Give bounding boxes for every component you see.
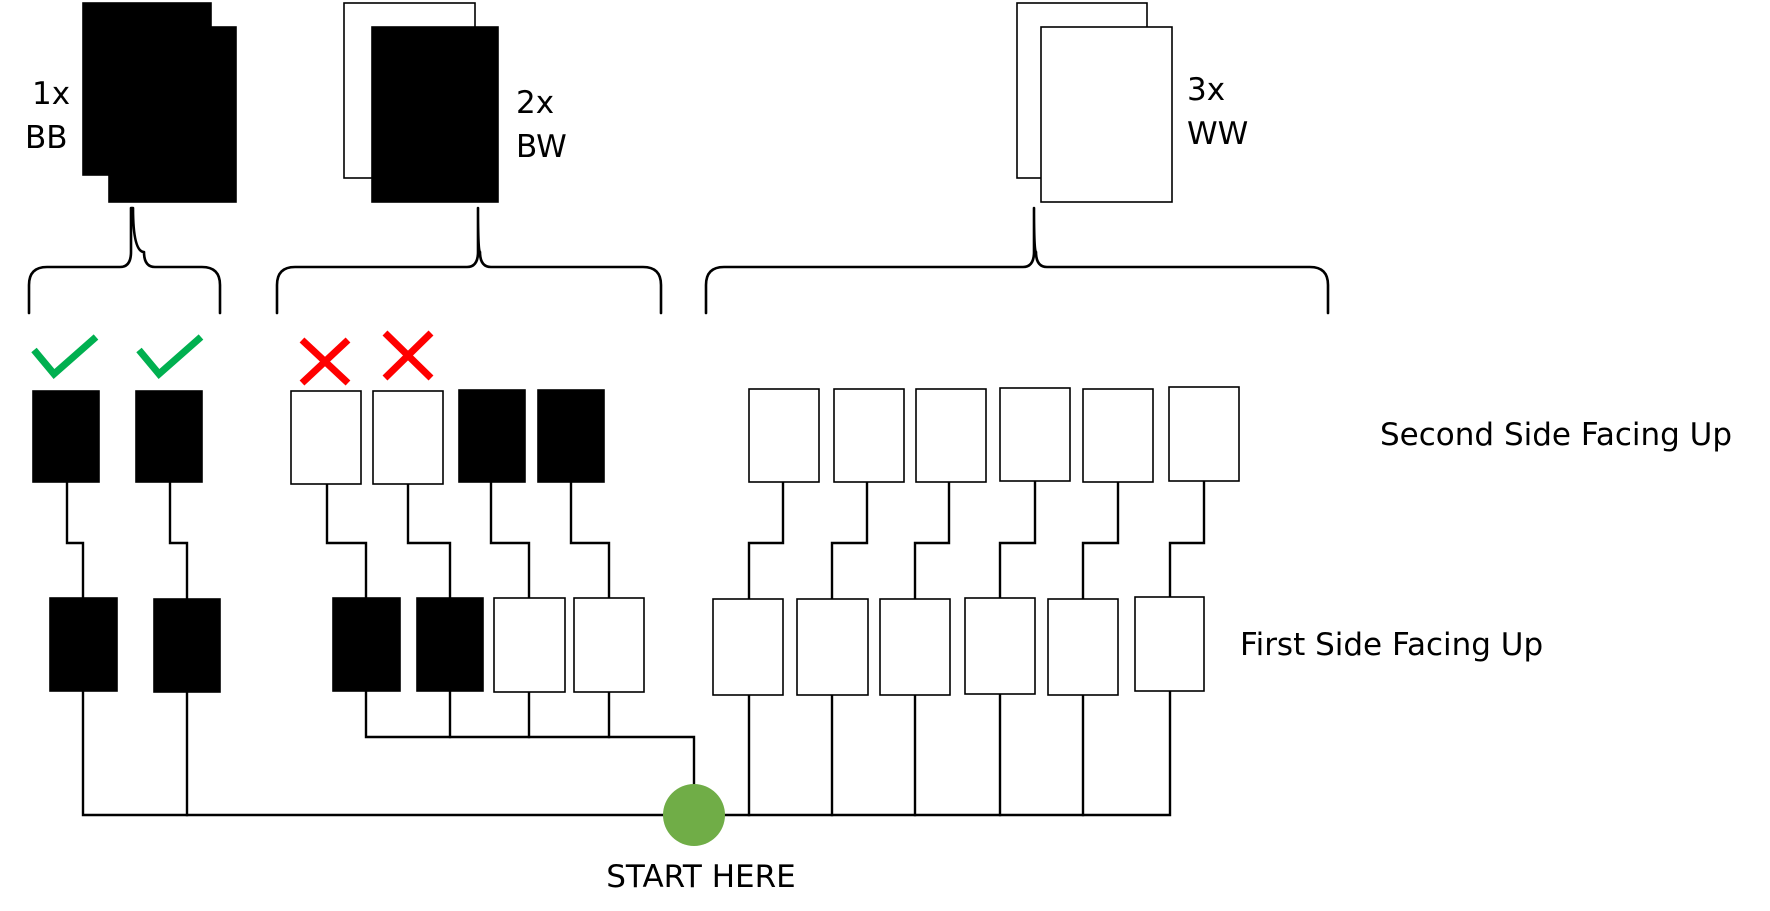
trunk-ww (723, 689, 1172, 817)
first-side-card (493, 597, 566, 693)
deck-bw: 2x BW (343, 2, 567, 203)
first-side-card (879, 598, 951, 696)
second-side-row: Second Side Facing Up (32, 386, 1732, 485)
second-side-card (135, 390, 203, 483)
second-side-card (915, 388, 987, 483)
link-bw-2 (406, 482, 452, 600)
first-side-card (796, 598, 869, 696)
link-ww-4 (998, 479, 1037, 600)
trunk-bb (81, 689, 667, 817)
first-side-card (964, 597, 1036, 695)
second-side-card (1168, 386, 1240, 482)
start-node: START HERE (606, 784, 796, 895)
connector-lines (65, 479, 1206, 817)
first-side-card (153, 598, 221, 693)
deck-bw-front-card (371, 26, 499, 203)
second-side-card (833, 388, 905, 483)
brace-bb (27, 206, 222, 315)
link-ww-5 (1081, 480, 1120, 601)
first-side-card (49, 597, 118, 692)
second-side-card (290, 390, 362, 485)
first-side-card (1047, 598, 1119, 696)
first-side-card (712, 598, 784, 696)
link-bw-3 (489, 480, 531, 600)
link-bw-1 (325, 482, 368, 600)
cross-mark-1 (299, 337, 351, 386)
deck-bb: 1x BB (25, 2, 237, 203)
link-bw-4 (569, 480, 611, 600)
deck-ww: 3x WW (1016, 2, 1248, 203)
second-side-card (372, 390, 444, 485)
second-side-label: Second Side Facing Up (1380, 417, 1732, 453)
first-side-card (573, 597, 645, 693)
second-side-card (1082, 388, 1154, 483)
first-side-card (332, 597, 401, 692)
second-side-card (537, 389, 605, 483)
second-side-card (458, 389, 526, 483)
link-ww-3 (913, 480, 951, 601)
second-side-card (32, 390, 100, 483)
deck-bw-count-label: 2x (516, 85, 554, 121)
second-side-card (999, 387, 1071, 482)
start-label: START HERE (606, 859, 796, 895)
first-side-label: First Side Facing Up (1240, 627, 1543, 663)
link-ww-2 (830, 480, 869, 601)
second-side-card (748, 388, 820, 483)
brace-ww (704, 206, 1330, 315)
brace-bw (275, 206, 663, 315)
deck-bb-count-label: 1x (32, 76, 70, 112)
link-ww-6 (1168, 479, 1206, 599)
check-mark-2 (136, 334, 204, 380)
deck-bb-type-label: BB (25, 120, 68, 156)
deck-ww-count-label: 3x (1187, 72, 1225, 108)
marks (31, 330, 434, 386)
first-side-card (416, 597, 484, 692)
deck-ww-front-card (1040, 26, 1173, 203)
deck-ww-type-label: WW (1187, 116, 1248, 152)
deck-bb-front-card (108, 26, 237, 203)
first-side-card (1134, 596, 1205, 692)
start-circle (663, 784, 725, 846)
check-mark-1 (31, 334, 99, 380)
cross-mark-2 (382, 330, 434, 381)
link-ww-1 (747, 480, 785, 601)
first-side-row: First Side Facing Up (49, 596, 1543, 696)
deck-bw-type-label: BW (516, 129, 567, 165)
link-bb-1 (65, 481, 85, 600)
link-bb-2 (168, 481, 189, 601)
